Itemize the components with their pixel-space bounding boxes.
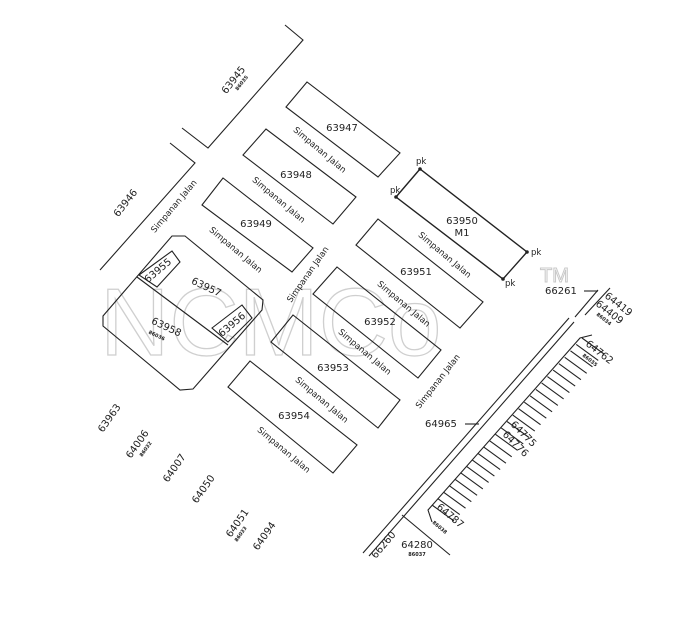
lot-64419-edge	[584, 287, 611, 316]
hatch-lot-line	[454, 478, 478, 496]
lot-63951[interactable]	[355, 218, 484, 329]
hatch-lot-line	[472, 459, 495, 477]
lot-63948[interactable]	[242, 128, 357, 225]
watermark-tm: TM	[540, 265, 569, 287]
hatch-lot-line	[541, 382, 564, 400]
lot-63947[interactable]	[285, 81, 401, 178]
watermark: NCMCo TM	[99, 265, 569, 377]
pk-label: pk	[390, 186, 400, 196]
hatch-lot-line	[460, 472, 484, 490]
lot-sublabel: 86038	[431, 520, 449, 536]
hatch-lot-line	[437, 498, 461, 516]
hatch-lot-line	[558, 363, 582, 381]
pk-markers: pk pk pk pk	[390, 157, 541, 289]
hatch-lot-line	[443, 491, 466, 509]
hatch-lot-line	[547, 376, 570, 393]
hatch-lot-line	[431, 504, 455, 522]
pk-point	[394, 195, 398, 199]
hatch-lot-line	[466, 466, 489, 483]
lot-63957-63958[interactable]	[102, 235, 264, 391]
hatch-lot-line	[506, 421, 530, 438]
hatched-lots	[431, 337, 605, 522]
lot-tag: M1	[455, 228, 470, 239]
lot-63956[interactable]	[211, 304, 253, 343]
lot-label: 63963	[96, 402, 123, 434]
lot-label: 66260	[370, 530, 399, 561]
hatch-lot-line	[581, 337, 605, 355]
hatch-lot-line	[512, 414, 536, 432]
lot-63949[interactable]	[201, 177, 314, 273]
lot-63953[interactable]	[270, 314, 401, 429]
lot-label: 64007	[161, 452, 188, 484]
lot-label: 64050	[190, 473, 217, 505]
pk-label: pk	[416, 157, 426, 167]
lot-label: 64965	[425, 419, 457, 430]
hatch-lot-line	[570, 350, 593, 368]
hatch-lot-line	[518, 408, 541, 426]
hatch-lot-line	[552, 369, 576, 387]
lot-sublabel: 86037	[408, 552, 426, 558]
lot-label: 63954	[278, 411, 310, 422]
hatch-lot-line	[564, 356, 588, 374]
lot-divider	[136, 276, 229, 346]
boundary-63946	[99, 142, 196, 271]
pk-point	[501, 277, 505, 281]
hatch-lot-line	[523, 401, 547, 419]
lot-label: 63951	[400, 267, 432, 278]
hatch-lot-line	[477, 453, 501, 471]
hatch-lot-line	[495, 433, 518, 451]
lot-63955[interactable]	[138, 250, 181, 288]
pk-point	[418, 167, 422, 171]
strip-edge	[427, 334, 593, 523]
pk-point	[525, 250, 529, 254]
pk-label: pk	[531, 248, 541, 258]
hatch-lot-line	[483, 446, 507, 464]
hatch-lot-line	[535, 388, 559, 406]
road-line	[401, 514, 451, 556]
lot-66261-edge	[574, 289, 599, 318]
pk-label: pk	[505, 279, 515, 289]
road-label: Simpanan Jalan	[250, 175, 307, 225]
lot-label: 63947	[326, 123, 358, 134]
hatch-lot-line	[500, 427, 524, 445]
lot-label: 64094	[251, 520, 278, 552]
lot-63954[interactable]	[227, 360, 358, 474]
lot-label: 63948	[280, 170, 312, 181]
hatch-lot-line	[448, 485, 472, 503]
lot-label: 63950	[446, 216, 478, 227]
road-line	[368, 321, 575, 557]
lot-label: 66261	[545, 286, 577, 297]
boundary-63945	[181, 24, 304, 149]
hatch-lot-line	[489, 440, 513, 458]
lot-63952[interactable]	[312, 266, 442, 379]
road-line	[362, 317, 570, 554]
lot-label: 63953	[317, 363, 349, 374]
hatch-lot-line	[529, 395, 553, 413]
lot-label: 64280	[401, 540, 433, 551]
road-label: Simpanan Jalan	[207, 225, 264, 275]
lot-label: 63949	[240, 219, 272, 230]
lot-label: 63952	[364, 317, 396, 328]
hatch-lot-line	[575, 343, 599, 361]
lot-label: 63946	[112, 188, 140, 220]
